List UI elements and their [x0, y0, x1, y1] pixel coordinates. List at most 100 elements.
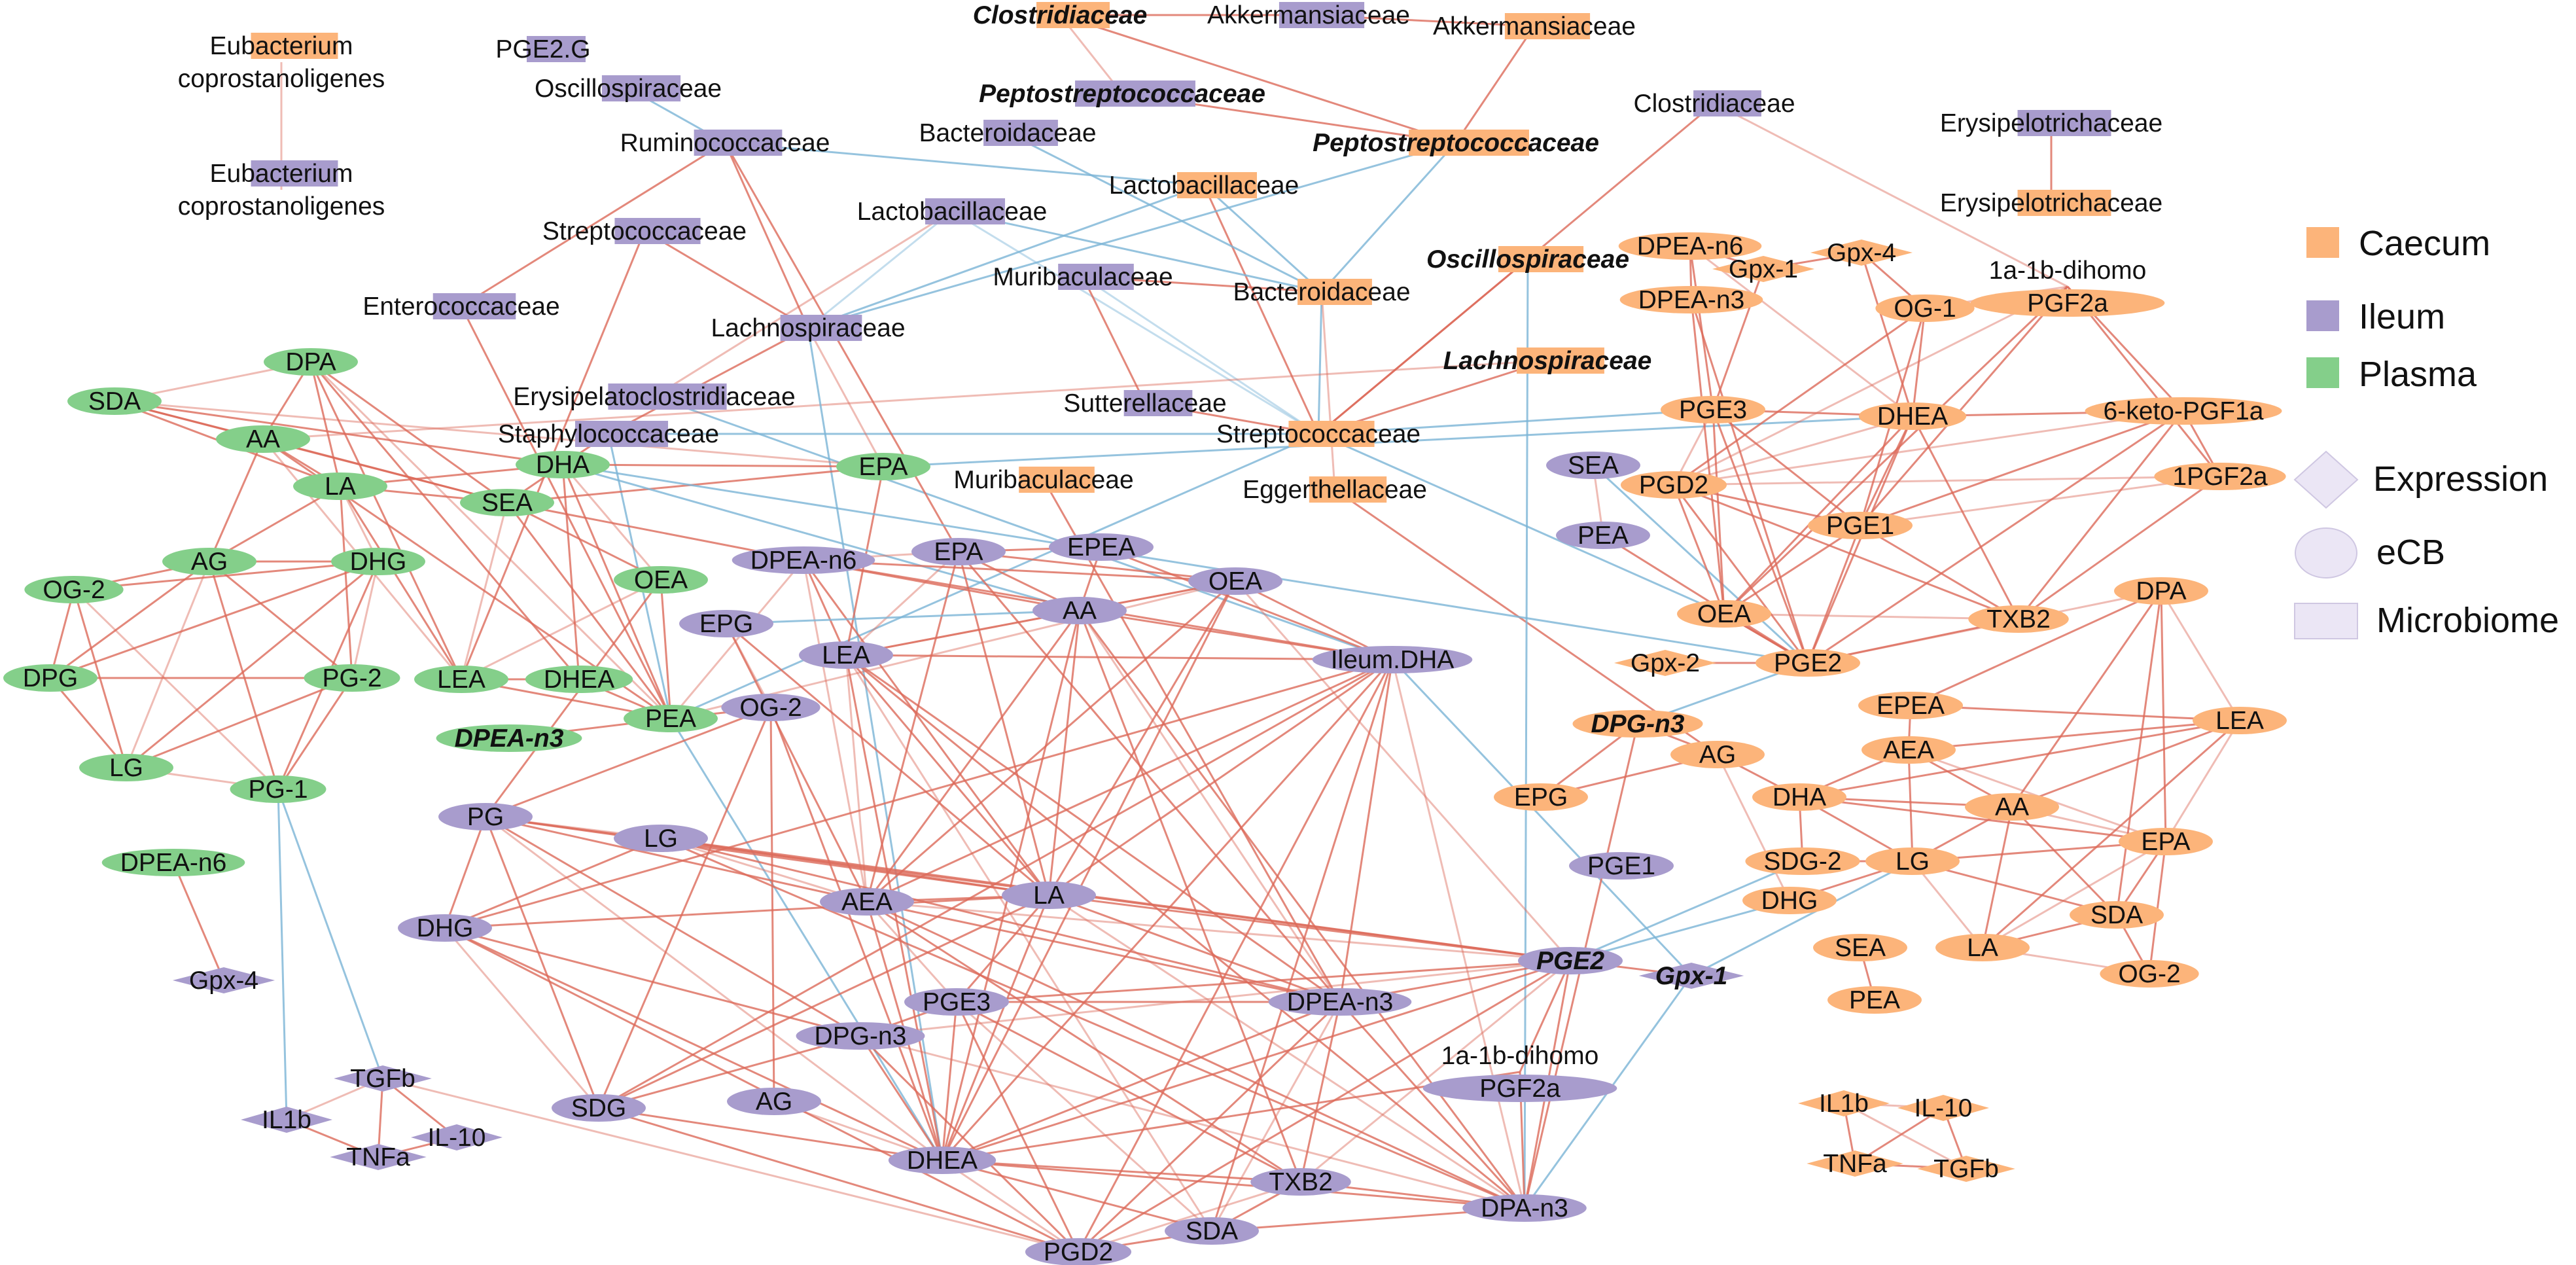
- edge-p5-p7: [562, 463, 884, 468]
- node-label: OEA: [1209, 567, 1262, 596]
- ecb-ellipse: [460, 489, 554, 516]
- microbiome-rect: [2017, 110, 2111, 136]
- node-plasma-aa: AA: [216, 425, 310, 454]
- edge-m27-p16: [670, 433, 1319, 720]
- microbiome-rect: [1297, 279, 1372, 305]
- edge-p4-p14: [339, 486, 463, 680]
- edge-p10-p12: [49, 589, 75, 679]
- edge-i23-i9: [769, 707, 775, 1102]
- node-label: AA: [1063, 597, 1097, 625]
- node-label: OEA: [1697, 600, 1751, 628]
- node-ileum-sea: SEA: [1546, 452, 1640, 480]
- node-plasma-sea: SEA: [460, 489, 554, 517]
- edge-p13-p19: [277, 677, 353, 790]
- edge-m29-m19: [1320, 291, 1336, 490]
- edge-i24-i28: [942, 1159, 1079, 1253]
- ecb-ellipse: [1048, 533, 1154, 561]
- node-label: SDG-2: [1763, 847, 1841, 876]
- node-label: IL1b: [262, 1106, 311, 1134]
- edge-m11-m22: [724, 142, 809, 329]
- microbiome-rect: [1058, 264, 1134, 290]
- node-caecum-dhea: DHEA: [1858, 402, 1967, 431]
- edge-i10-i13: [485, 815, 868, 903]
- node-plasma-pg-2: PG-2: [304, 664, 400, 692]
- edge-m16-m27: [951, 210, 1319, 435]
- node-label: DHA: [1773, 783, 1826, 811]
- ecb-ellipse: [2070, 901, 2164, 929]
- ecb-ellipse: [1494, 783, 1588, 811]
- node-label: PEA: [1578, 522, 1629, 550]
- edge-i9-i10: [485, 706, 771, 818]
- node-label: EPG: [1514, 783, 1568, 811]
- expression-diamond: [411, 1124, 503, 1150]
- node-label: Peptostreptococcaceae: [1313, 129, 1599, 157]
- node-label: 1a-1b-dihomo: [1989, 257, 2147, 285]
- node-caecum-gpx-4: Gpx-4: [1810, 239, 1913, 267]
- edge-c8-c13: [1723, 415, 1914, 615]
- edge-i12-i14: [444, 894, 1050, 929]
- ecb-ellipse: [1462, 1194, 1587, 1222]
- edge-i14-i19: [1048, 894, 1341, 1003]
- node-label: PGE1: [1826, 512, 1894, 540]
- ecb-ellipse: [1807, 512, 1913, 539]
- node-ileum-ileum-dha: Ileum.DHA: [1312, 646, 1473, 674]
- ecb-ellipse: [1165, 1217, 1259, 1245]
- ecb-ellipse: [911, 538, 1006, 565]
- node-label: AEA: [1883, 736, 1934, 764]
- node-ileum-sdg: SDG: [552, 1094, 646, 1122]
- node-label: Staphylococcaceae: [498, 420, 719, 448]
- ecb-ellipse: [436, 724, 582, 752]
- node-label: DPEA-n6: [1637, 232, 1744, 260]
- node-label: Eubacterium: [210, 160, 353, 188]
- edge-i7-i26: [845, 654, 1525, 1209]
- expression-diamond: [1798, 1090, 1890, 1116]
- ecb-ellipse: [1861, 736, 1956, 764]
- ecb-ellipse: [1660, 396, 1766, 423]
- ecb-ellipse: [1827, 986, 1922, 1014]
- node-label: DPA: [285, 348, 336, 376]
- edge-i8-i13: [866, 658, 1393, 903]
- microbiome-rect: [1693, 90, 1761, 116]
- node-label: Erysipelotrichaceae: [1940, 109, 2162, 137]
- node-label: TNFa: [346, 1143, 410, 1171]
- ecb-ellipse: [1517, 947, 1623, 974]
- edge-i6-i19: [1078, 610, 1341, 1003]
- edge-p8-p13: [209, 560, 353, 679]
- node-label: Bacteroidaceae: [1233, 278, 1410, 306]
- edge-i8-i28: [1077, 659, 1394, 1253]
- node-ileum-lg: LG: [614, 825, 708, 853]
- edge-i20-i22: [598, 1035, 861, 1109]
- node-label: PGE2: [1774, 649, 1842, 677]
- node-label: SEA: [1835, 934, 1886, 962]
- node-label: OG-2: [2118, 960, 2180, 988]
- node-caecum-sea: SEA: [1813, 934, 1907, 962]
- node-label: Peptostreptococcaceae: [979, 80, 1265, 108]
- legend: Caecum Ileum Plasma Expression eCB Micro…: [2293, 224, 2559, 640]
- ecb-ellipse: [398, 914, 492, 942]
- node-ileum-og-2: OG-2: [721, 694, 820, 722]
- edge-i14-i18: [955, 895, 1050, 1003]
- node-ileum-lachnospiraceae: Lachnospiraceae: [711, 314, 905, 342]
- node-caecum-aa: AA: [1965, 793, 2059, 821]
- edge-i5-i14: [726, 622, 1050, 897]
- node-label: Gpx-4: [189, 967, 258, 995]
- node-ileum-pg: PG: [438, 803, 533, 831]
- ecb-ellipse: [3, 664, 97, 692]
- node-label: TGFb: [350, 1065, 415, 1093]
- edge-m10-m22: [807, 141, 1456, 329]
- edge-c11-c14: [2018, 475, 2221, 620]
- edge-p13-p18: [126, 677, 353, 769]
- node-caecum-la: LA: [1935, 934, 2030, 962]
- node-ileum-pge1: PGE1: [1568, 852, 1674, 880]
- edge-i13-i25: [866, 900, 1301, 1183]
- edge-p9-p12: [50, 560, 379, 679]
- edge-i31-i33: [382, 1077, 457, 1139]
- node-ileum-la: LA: [1002, 882, 1096, 910]
- ecb-ellipse: [438, 803, 533, 830]
- edge-p9-p13: [351, 561, 379, 679]
- node-label: Ruminococcaceae: [620, 129, 830, 157]
- node-caecum-lachnospiraceae: Lachnospiraceae: [1443, 347, 1652, 375]
- edge-i13-i19: [866, 900, 1341, 1003]
